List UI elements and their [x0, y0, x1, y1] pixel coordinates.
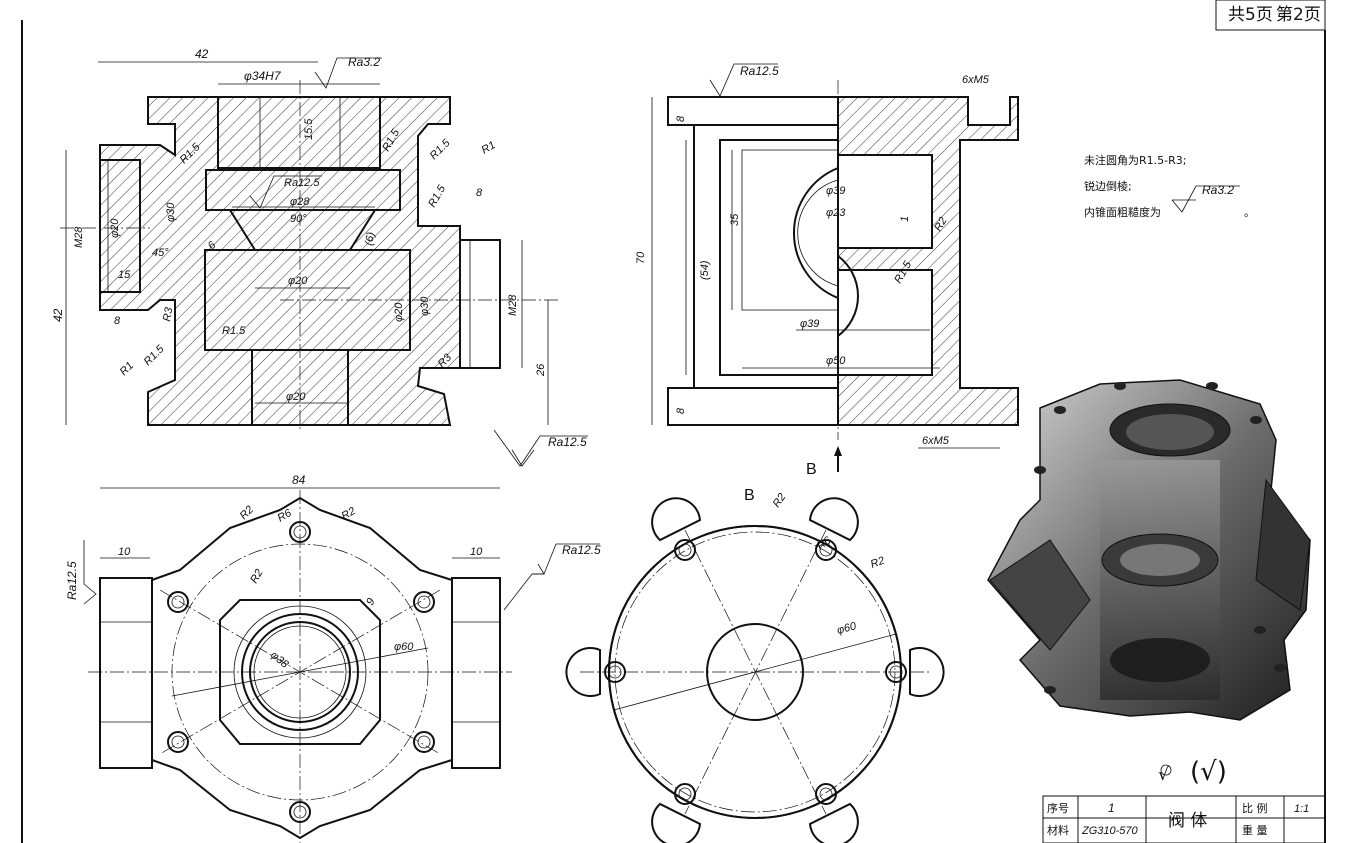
radius-r1-5-f: R1.5 — [142, 343, 168, 369]
technical-notes: 未注圆角为R1.5-R3; 锐边倒棱; 内锥面粗糙度为 Ra3.2 。 — [1084, 153, 1255, 219]
b-radius-r2-a: R2 — [771, 491, 789, 509]
dim-42-top: 42 — [195, 47, 209, 61]
side-ra-12-5: Ra12.5 — [740, 64, 779, 78]
tb-material-value: ZG310-570 — [1081, 825, 1139, 837]
dim-phi34h7: φ34H7 — [244, 69, 282, 83]
radius-r3-left: R3 — [161, 306, 175, 323]
b-view: B — [565, 487, 945, 843]
front-view-dimensions: 42 Ra3.2 φ34H7 15.5 R1.5 R1.5 R1.5 R1 Ra… — [51, 47, 588, 467]
angle-90: 90° — [290, 213, 307, 225]
radius-r1-5-c: R1.5 — [428, 137, 454, 163]
top-view-dimensions: 84 R2 R6 R2 10 10 Ra12.5 Ra12.5 R2 9 φ38… — [65, 473, 601, 671]
dim-phi20-left: φ20 — [109, 218, 121, 238]
radius-r1: R1 — [480, 139, 498, 156]
side-dim-8-bottom: 8 — [675, 407, 687, 414]
ra-12-5-mid: Ra12.5 — [284, 177, 320, 189]
top-dim-phi60: φ60 — [394, 641, 414, 653]
b-radius-r2-b: R2 — [869, 555, 886, 571]
dim-phi20-bottom: φ20 — [286, 391, 306, 403]
dim-phi20-v: φ20 — [393, 302, 405, 322]
thread-m28-right: M28 — [507, 294, 519, 316]
dim-15: 15 — [118, 269, 131, 281]
top-dim-phi38: φ38 — [268, 649, 291, 671]
note-line-2: 锐边倒棱; — [1084, 179, 1132, 193]
ra-12-5-bottom: Ra12.5 — [548, 435, 587, 449]
dim-8-left: 8 — [114, 315, 121, 327]
side-section-view — [651, 80, 1019, 440]
dim-phi30-v: φ30 — [419, 296, 431, 316]
radius-r1-5-e: R1.5 — [222, 325, 246, 337]
b-dim-phi60: φ60 — [836, 620, 859, 637]
thread-m28-left: M28 — [73, 226, 85, 248]
top-radius-r2-b: R2 — [340, 505, 358, 522]
top-ra-12-5-right: Ra12.5 — [562, 543, 601, 557]
side-dim-phi39-a: φ39 — [826, 185, 845, 197]
dim-8-right: 8 — [476, 187, 483, 199]
dim-6-paren: (6) — [363, 231, 377, 247]
tb-seq-value: 1 — [1108, 801, 1115, 815]
dim-15-5: 15.5 — [303, 118, 315, 140]
page-number: 第2页 — [1276, 5, 1321, 25]
view-b-title: B — [744, 487, 755, 504]
radius-r1-5-d: R1.5 — [426, 183, 448, 210]
side-dim-phi39-b: φ39 — [800, 318, 819, 330]
tb-scale-value: 1:1 — [1294, 803, 1309, 815]
b-radius-r6: R6 — [815, 534, 834, 552]
side-dim-1: 1 — [899, 216, 911, 222]
surface-symbol-paren: (√) — [1190, 757, 1227, 787]
side-dim-phi23: φ23 — [826, 207, 846, 219]
tb-weight-label: 重 量 — [1242, 823, 1268, 837]
side-dim-phi50: φ50 — [826, 355, 846, 367]
tb-seq-label: 序号 — [1047, 801, 1069, 815]
top-radius-r6: R6 — [276, 507, 295, 525]
general-surface-finish: √ (√) — [1158, 757, 1227, 787]
side-dim-70: 70 — [635, 251, 647, 264]
thread-6xm5-bottom: 6xM5 — [922, 435, 950, 447]
page-count: 共5页 — [1228, 5, 1273, 25]
dim-phi28: φ28 — [290, 196, 310, 208]
top-dim-10-left: 10 — [118, 546, 131, 558]
top-dim-10-right: 10 — [470, 546, 483, 558]
tb-material-label: 材料 — [1047, 823, 1069, 837]
isometric-render — [987, 379, 1311, 721]
dim-42-left: 42 — [51, 308, 65, 322]
dim-phi30-left: φ30 — [165, 202, 177, 222]
note-end: 。 — [1244, 206, 1255, 219]
surface-symbol: √ — [1158, 765, 1169, 785]
front-section-view — [60, 61, 560, 432]
top-dim-9: 9 — [364, 596, 377, 607]
top-ra-12-5-left: Ra12.5 — [65, 561, 79, 600]
dim-phi20-mid: φ20 — [288, 275, 308, 287]
render-bolt-holes — [1034, 382, 1286, 694]
top-radius-r2-c: R2 — [248, 567, 265, 585]
b-view-dimensions: R2 R6 R2 φ60 — [771, 491, 887, 637]
front-body-section — [99, 96, 461, 426]
tb-part-name: 阀 体 — [1168, 811, 1207, 831]
view-b-arrowhead — [834, 446, 842, 456]
tb-scale-label: 比 例 — [1242, 801, 1268, 815]
note-line-3: 内锥面粗糙度为 — [1084, 205, 1161, 219]
side-dim-54: (54) — [699, 260, 711, 280]
ra-3-2: Ra3.2 — [348, 55, 380, 69]
dim-26: 26 — [535, 363, 547, 377]
page-counter: 共5页 第2页 — [1228, 5, 1321, 25]
top-dim-84: 84 — [292, 473, 306, 487]
view-b-arrow-label: B — [806, 461, 817, 478]
note-line-1: 未注圆角为R1.5-R3; — [1084, 153, 1186, 167]
thread-6xm5-top: 6xM5 — [962, 74, 990, 86]
title-block: 序号 1 材料 ZG310-570 阀 体 比 例 1:1 重 量 — [1042, 795, 1326, 843]
top-view — [88, 487, 512, 843]
side-dim-35: 35 — [729, 213, 741, 226]
side-dim-8-top: 8 — [675, 115, 687, 122]
angle-45: 45° — [152, 247, 169, 259]
note-roughness: Ra3.2 — [1202, 183, 1234, 197]
sheet-border — [21, 0, 1326, 843]
radius-r1-left: R1 — [118, 360, 136, 378]
